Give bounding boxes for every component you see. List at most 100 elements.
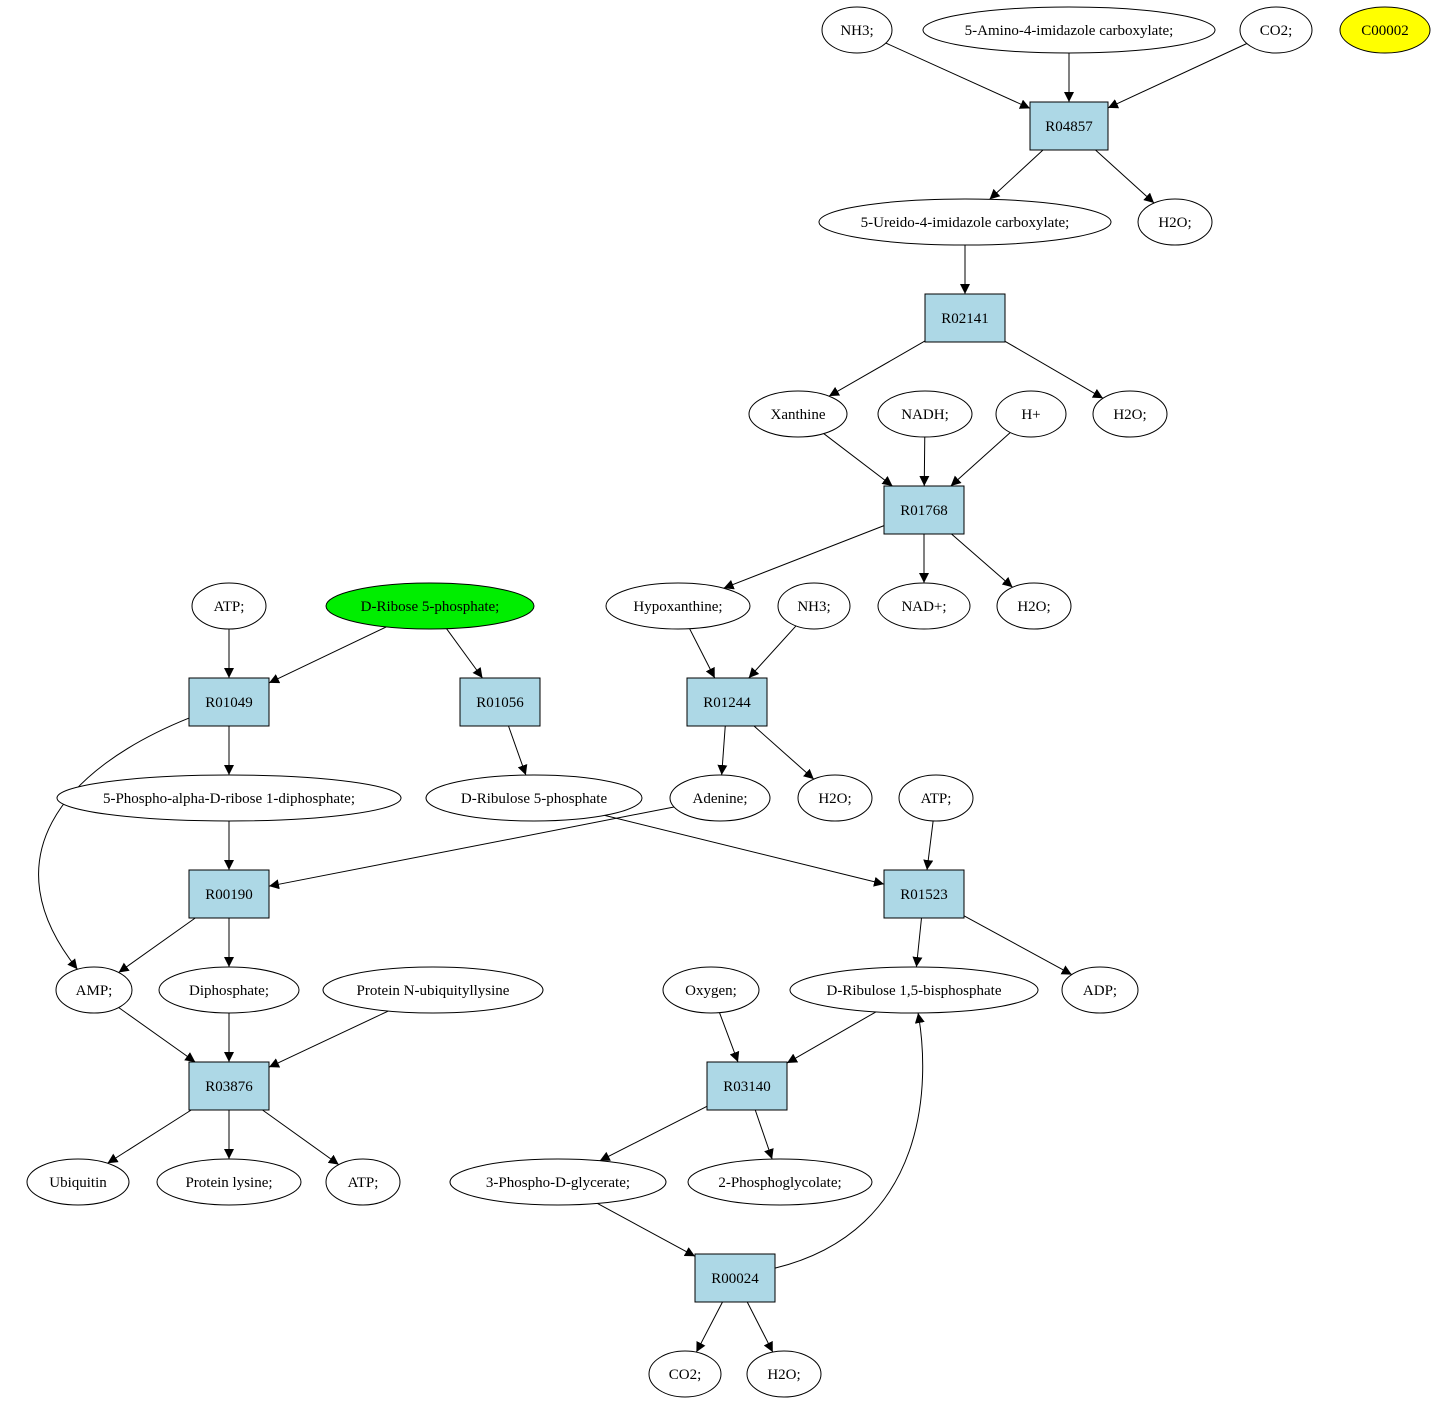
node-label: R01056 <box>476 695 524 711</box>
compound-ellipse <box>55 966 133 1014</box>
edge-hplus-to-r01768 <box>950 432 1011 487</box>
compound-ellipse <box>425 774 643 822</box>
node-label: CO2; <box>1260 23 1293 39</box>
compound-ellipse <box>996 582 1072 630</box>
edge-r5p-to-r01056 <box>446 628 483 679</box>
reaction-node-r03876[interactable]: R03876 <box>188 1061 270 1111</box>
reaction-box <box>459 677 541 727</box>
compound-node-ru5p[interactable]: D-Ribulose 5-phosphate <box>425 774 643 822</box>
compound-node-oxygen[interactable]: Oxygen; <box>662 966 760 1014</box>
reaction-box <box>924 293 1006 343</box>
compound-node-adenine[interactable]: Adenine; <box>669 774 771 822</box>
compound-node-pgly[interactable]: 2-Phosphoglycolate; <box>687 1158 873 1206</box>
compound-node-nadh[interactable]: NADH; <box>877 390 973 438</box>
edge-r04857-to-uica <box>989 149 1044 200</box>
node-label: C00002 <box>1361 23 1409 39</box>
compound-node-h2o_2[interactable]: H2O; <box>1092 390 1168 438</box>
compound-node-co2_bottom[interactable]: CO2; <box>648 1350 722 1398</box>
compound-node-r5p[interactable]: D-Ribose 5-phosphate; <box>325 582 535 630</box>
compound-node-uica[interactable]: 5-Ureido-4-imidazole carboxylate; <box>818 198 1112 246</box>
compound-node-nadplus[interactable]: NAD+; <box>877 582 971 630</box>
edge-nh3_top-to-r04857 <box>885 42 1031 109</box>
edge-pga-to-r00024 <box>597 1202 696 1257</box>
compound-ellipse <box>662 966 760 1014</box>
compound-node-h2o_4[interactable]: H2O; <box>797 774 873 822</box>
reaction-node-r01244[interactable]: R01244 <box>686 677 768 727</box>
compound-ellipse <box>995 390 1067 438</box>
edge-adenine-to-r00190 <box>268 806 675 890</box>
node-label: R01768 <box>900 503 948 519</box>
compound-node-hplus[interactable]: H+ <box>995 390 1067 438</box>
edge-r02141-to-h2o_2 <box>1004 340 1104 399</box>
compound-node-ubiquitin[interactable]: Ubiquitin <box>26 1158 130 1206</box>
reaction-node-r02141[interactable]: R02141 <box>924 293 1006 343</box>
compound-node-c00002[interactable]: C00002 <box>1339 6 1431 54</box>
compound-node-h2o_3[interactable]: H2O; <box>996 582 1072 630</box>
compound-ellipse <box>191 582 267 630</box>
compound-ellipse <box>1061 966 1139 1014</box>
compound-node-adp[interactable]: ADP; <box>1061 966 1139 1014</box>
compound-node-amp[interactable]: AMP; <box>55 966 133 1014</box>
node-label: H2O; <box>1113 407 1146 423</box>
compound-ellipse <box>797 774 873 822</box>
compound-node-protlys[interactable]: Protein lysine; <box>156 1158 302 1206</box>
node-label: R00024 <box>711 1271 759 1287</box>
compound-ellipse <box>648 1350 722 1398</box>
compound-node-h2o_1[interactable]: H2O; <box>1137 198 1213 246</box>
reaction-box <box>694 1253 776 1303</box>
compound-ellipse <box>325 582 535 630</box>
edge-nh3_2-to-r01244 <box>748 625 797 679</box>
compound-node-xanthine[interactable]: Xanthine <box>748 390 848 438</box>
compound-ellipse <box>877 582 971 630</box>
reaction-node-r04857[interactable]: R04857 <box>1029 101 1109 151</box>
edge-r01768-to-hypoxanthine <box>723 525 885 590</box>
reaction-node-r00190[interactable]: R00190 <box>188 869 270 919</box>
reaction-node-r03140[interactable]: R03140 <box>706 1061 788 1111</box>
node-label: 2-Phosphoglycolate; <box>718 1175 841 1191</box>
compound-node-rubp[interactable]: D-Ribulose 1,5-bisphosphate <box>789 966 1039 1014</box>
compound-ellipse <box>56 774 402 822</box>
node-label: NADH; <box>901 407 949 423</box>
edge-r00024-to-co2_bottom <box>695 1301 723 1353</box>
reaction-box <box>1029 101 1109 151</box>
node-label: Hypoxanthine; <box>633 599 722 615</box>
compound-node-co2_top[interactable]: CO2; <box>1239 6 1313 54</box>
compound-ellipse <box>1092 390 1168 438</box>
edge-r01244-to-h2o_4 <box>753 725 815 780</box>
compound-node-h2o_5[interactable]: H2O; <box>746 1350 822 1398</box>
compound-node-atp_3[interactable]: ATP; <box>325 1158 401 1206</box>
reaction-node-r01056[interactable]: R01056 <box>459 677 541 727</box>
compound-node-atp_1[interactable]: ATP; <box>191 582 267 630</box>
node-label: H2O; <box>818 791 851 807</box>
reaction-box <box>188 1061 270 1111</box>
compound-node-hypoxanthine[interactable]: Hypoxanthine; <box>605 582 751 630</box>
reaction-node-r01768[interactable]: R01768 <box>883 485 965 535</box>
compound-ellipse <box>818 198 1112 246</box>
reaction-node-r01049[interactable]: R01049 <box>188 677 270 727</box>
node-label: R02141 <box>941 311 989 327</box>
compound-ellipse <box>687 1158 873 1206</box>
node-label: D-Ribulose 1,5-bisphosphate <box>827 983 1002 999</box>
compound-node-atp_2[interactable]: ATP; <box>898 774 974 822</box>
compound-node-pnul[interactable]: Protein N-ubiquityllysine <box>322 966 544 1014</box>
compound-node-nh3_top[interactable]: NH3; <box>821 6 893 54</box>
compound-ellipse <box>322 966 544 1014</box>
compound-node-nh3_2[interactable]: NH3; <box>777 582 851 630</box>
reaction-node-r01523[interactable]: R01523 <box>883 869 965 919</box>
reaction-node-r00024[interactable]: R00024 <box>694 1253 776 1303</box>
edge-r00024-to-rubp <box>774 1012 925 1269</box>
node-label: R03140 <box>723 1079 771 1095</box>
compound-node-aica[interactable]: 5-Amino-4-imidazole carboxylate; <box>922 6 1216 54</box>
node-label: ATP; <box>214 599 245 615</box>
compound-ellipse <box>158 966 300 1014</box>
compound-ellipse <box>1137 198 1213 246</box>
compound-node-diphosphate[interactable]: Diphosphate; <box>158 966 300 1014</box>
compound-node-prpp[interactable]: 5-Phospho-alpha-D-ribose 1-diphosphate; <box>56 774 402 822</box>
reaction-box <box>883 485 965 535</box>
edge-atp_2-to-r01523 <box>923 820 934 871</box>
compound-node-pga[interactable]: 3-Phospho-D-glycerate; <box>449 1158 667 1206</box>
compound-ellipse <box>821 6 893 54</box>
node-label: Diphosphate; <box>189 983 269 999</box>
node-label: R01049 <box>205 695 253 711</box>
compound-ellipse <box>26 1158 130 1206</box>
